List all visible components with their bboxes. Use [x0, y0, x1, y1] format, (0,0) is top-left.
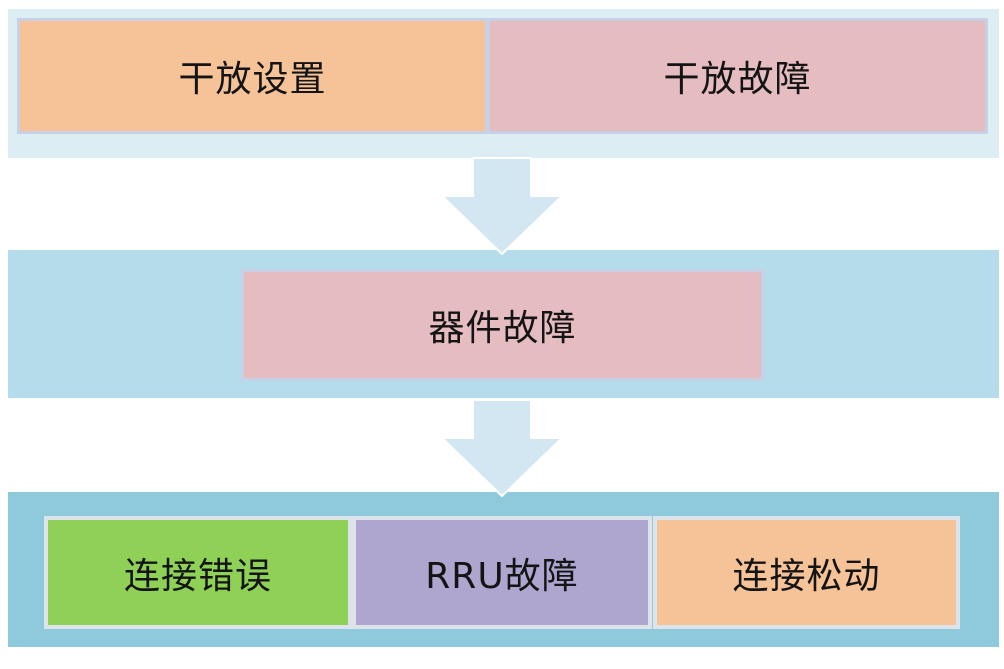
node-connection-loose-label: 连接松动 — [732, 555, 881, 597]
node-rru-fault: RRU故障 — [352, 516, 652, 629]
bottom-row-band: 连接错误 RRU故障 连接松动 — [8, 492, 999, 647]
top-row-band: 干放设置 干放故障 — [8, 9, 999, 158]
node-component-fault: 器件故障 — [241, 269, 764, 381]
node-trunk-amp-settings-label: 干放设置 — [178, 59, 327, 100]
node-connection-error-label: 连接错误 — [123, 555, 272, 597]
node-trunk-amp-fault: 干放故障 — [487, 18, 988, 134]
node-connection-loose: 连接松动 — [653, 516, 960, 629]
node-component-fault-label: 器件故障 — [428, 308, 577, 349]
down-arrow-icon — [441, 399, 563, 497]
node-trunk-amp-fault-label: 干放故障 — [663, 59, 812, 100]
node-trunk-amp-settings: 干放设置 — [17, 18, 488, 134]
middle-row-band: 器件故障 — [8, 250, 999, 398]
down-arrow-icon — [441, 157, 563, 255]
node-rru-fault-label: RRU故障 — [425, 555, 579, 597]
node-connection-error: 连接错误 — [44, 516, 352, 629]
